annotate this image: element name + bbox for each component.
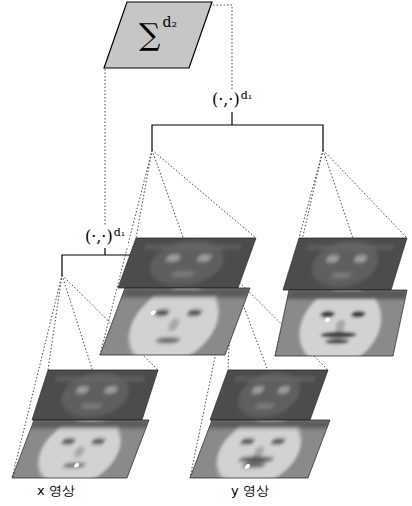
- face-image: [9, 417, 150, 487]
- kernel-node: (·,·)d₁: [209, 89, 255, 110]
- sum-parallelogram: ∑d₂: [103, 1, 213, 69]
- image-label: x 영상: [37, 483, 75, 499]
- exponent: d₁: [241, 90, 252, 101]
- exponent: d₁: [114, 227, 125, 238]
- fan-line: [323, 150, 407, 238]
- operator-symbol: ∑: [139, 20, 160, 50]
- image-label: y 영상: [231, 483, 269, 499]
- feature-point: [244, 464, 250, 469]
- feature-point: [73, 463, 79, 468]
- filter-map: [118, 238, 256, 288]
- feature-point: [150, 310, 156, 315]
- feature-point: [325, 317, 331, 322]
- fan-line: [136, 150, 152, 238]
- exponent: d₂: [162, 15, 177, 29]
- filter-map: [283, 238, 407, 290]
- filter-map: [210, 370, 328, 420]
- dotted-connector: [104, 69, 105, 226]
- tree-bracket: [152, 125, 323, 150]
- kernel-node: (·,·)d₁: [82, 226, 128, 247]
- face-image: [96, 285, 251, 365]
- face-image: [187, 417, 331, 487]
- operator-symbol: (·,·): [212, 90, 240, 109]
- face-image: [273, 287, 408, 366]
- tree-stem: [104, 248, 105, 255]
- fan-line: [299, 150, 323, 238]
- operator-symbol: (·,·): [85, 227, 113, 246]
- dotted-connector: [213, 5, 232, 89]
- tree-stem: [231, 112, 232, 125]
- filter-map: [32, 370, 158, 420]
- fan-line: [48, 275, 62, 370]
